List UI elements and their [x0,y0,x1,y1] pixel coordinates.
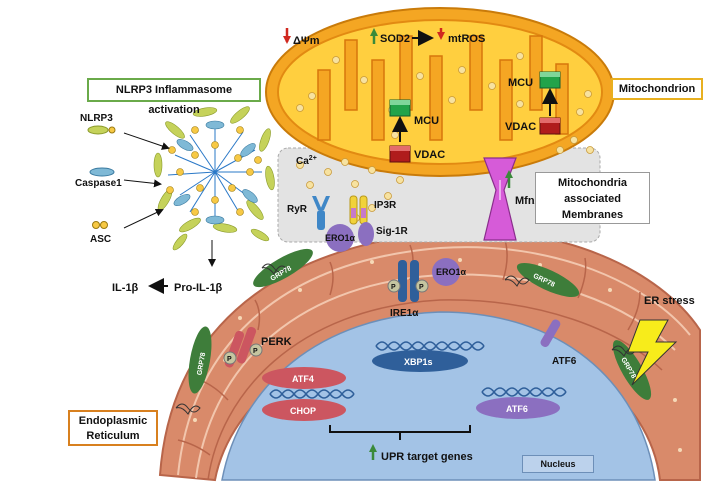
vdac-channel-icon [539,117,561,135]
grp78-label: GRP78 [196,352,207,376]
caspase1-label: Caspase1 [75,178,122,189]
er-title-line: Endoplasmic [78,415,148,427]
down-arrow-head-icon [283,36,291,44]
mam-title-line: associated [564,193,621,205]
sig1r-label: Sig-1R [376,226,408,237]
il1b-label: IL-1β [112,282,139,294]
up-arrow-head-icon [505,170,513,178]
pro-il1b-label: Pro-IL-1β [174,282,223,294]
mcu-channel-icon [539,71,561,89]
inflammasome-complex-icon [153,106,275,251]
ryr-label: RyR [287,204,308,215]
ire1a-label: IRE1α [390,308,419,319]
chop-factor-icon [262,399,346,421]
ero1a-label: ERO1α [436,267,467,277]
asc-label: ASC [90,234,111,245]
mcu-channel-icon [389,99,411,117]
nlrp3-legend-icon [87,125,116,135]
perk-label: PERK [261,336,292,348]
ire1a-receptor-icon [398,260,419,302]
mam-title-line: Mitochondria [557,177,628,189]
mam-title-line: Membranes [561,209,624,221]
nlrp3-label: NLRP3 [80,113,113,124]
arrow-icon [123,208,164,229]
ero1a-protein-icon [326,224,354,252]
grp78-chaperone-icon [188,326,212,394]
atf6-membrane-icon [540,319,561,348]
bracket [329,425,471,440]
phospho-p-icon [223,279,429,365]
vdac-channel-icon [389,145,411,163]
atf4-factor-icon [262,367,346,389]
ip3r-receptor-icon [349,195,368,225]
chop-label: CHOP [290,406,316,416]
mam-title-box: Mitochondria associated Membranes [535,172,650,224]
er-title-line: Reticulum [86,430,140,442]
ryr-receptor-icon [312,196,330,230]
up-arrow-head-icon [370,28,378,36]
inflammasome-title-box: NLRP3 Inflammasome activation [87,78,261,116]
mitochondrion [265,7,615,177]
grp78-chaperone-icon [516,263,580,297]
phospho-label: P [227,356,232,363]
er-stress-label: ER stress [644,295,695,307]
phospho-label: P [391,284,396,291]
dna-helix-icon [269,389,355,399]
atf6-factor-icon [476,397,560,419]
dna-helix-icon [481,387,567,397]
xbp1s-label: XBP1s [404,357,433,367]
upr-label: UPR target genes [381,451,473,463]
up-arrow-head-icon [369,444,377,452]
ero1a-protein-icon [432,258,460,286]
atf6-nucleus-label: ATF6 [506,404,528,414]
arrow-icon [123,132,170,150]
atf6-label: ATF6 [552,356,577,367]
mfn2-label: Mfn2 [515,195,541,207]
atf4-label: ATF4 [292,374,314,384]
mcu-label: MCU [414,115,439,127]
mcu-label: MCU [508,77,533,89]
ero1a-label: ERO1α [325,233,356,243]
calcium-label: Ca2+ [296,155,317,167]
phospho-label: P [419,284,424,291]
vdac-label: VDAC [414,149,445,161]
phospho-label: P [253,348,258,355]
asc-legend-icon [92,221,108,229]
er-title-box: Endoplasmic Reticulum [68,410,158,446]
xbp1s-factor-icon [372,350,468,372]
ip3r-label: IP3R [374,200,397,211]
nucleus [221,311,656,481]
arrow-icon [123,179,162,188]
delta-psi-label: ΔΨm [293,35,320,47]
mtros-label: mtROS [448,33,485,45]
grp78-chaperone-icon [253,248,313,288]
grp78-chaperone-icon [612,340,652,400]
sig1r-protein-icon [358,222,374,246]
vdac-label: VDAC [505,121,536,133]
dna-helix-icon [375,341,485,351]
mitochondrion-title-box: Mitochondrion [611,78,703,100]
nucleus-title-box: Nucleus [522,455,594,473]
lightning-icon [627,319,678,386]
sod2-label: SOD2 [380,33,410,45]
caspase1-legend-icon [89,167,115,177]
